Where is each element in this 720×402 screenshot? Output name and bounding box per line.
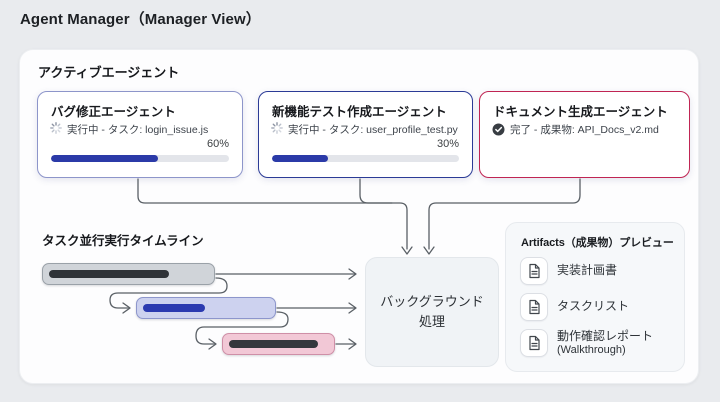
- agent-card-title: 新機能テスト作成エージェント: [272, 105, 447, 119]
- progress-percent-label: 60%: [206, 138, 229, 150]
- artifact-label: 実装計画書: [557, 263, 618, 277]
- agent-card-test-creation[interactable]: 新機能テスト作成エージェント 実行中 - タスク: user_: [258, 91, 473, 178]
- progress-bar: [51, 155, 229, 162]
- agent-status-row: 実行中 - タスク: user_profile_test.py: [271, 122, 464, 137]
- background-processing-box: バックグラウンド 処理: [365, 257, 499, 367]
- timeline-bar-task3-fill: [229, 340, 318, 348]
- artifacts-heading: Artifacts（成果物）プレビュー: [521, 237, 674, 249]
- timeline-bar-task2: [136, 297, 276, 319]
- artifact-label: タスクリスト: [557, 299, 630, 313]
- document-icon: [520, 292, 548, 321]
- agent-status-text: 実行中 - タスク: login_issue.js: [67, 124, 209, 136]
- page-title: Agent Manager（Manager View）: [20, 11, 261, 28]
- progress-bar-fill: [272, 155, 329, 162]
- active-agents-heading: アクティブエージェント: [38, 65, 180, 80]
- spinner-icon: [50, 122, 62, 137]
- artifact-item-walkthrough-report[interactable]: 動作確認レポート (Walkthrough): [520, 328, 674, 357]
- document-icon: [520, 328, 548, 357]
- check-circle-icon: [492, 123, 505, 136]
- agent-status-row: 実行中 - タスク: login_issue.js: [50, 122, 234, 137]
- agent-card-doc-generation[interactable]: ドキュメント生成エージェント 完了 - 成果物: API_Docs_v2.md: [479, 91, 690, 178]
- artifacts-panel: Artifacts（成果物）プレビュー 実装計画書: [505, 222, 685, 372]
- timeline-heading: タスク並行実行タイムライン: [42, 234, 204, 248]
- timeline-bar-task1-fill: [49, 270, 169, 278]
- document-icon: [520, 256, 548, 285]
- artifact-label: 動作確認レポート (Walkthrough): [557, 329, 654, 356]
- timeline-bar-task2-fill: [143, 304, 206, 312]
- artifact-item-implementation-plan[interactable]: 実装計画書: [520, 256, 674, 285]
- timeline-bar-task3: [222, 333, 335, 355]
- progress-percent-label: 30%: [436, 138, 459, 150]
- agent-status-text: 完了 - 成果物: API_Docs_v2.md: [510, 124, 659, 136]
- progress-bar: [272, 155, 459, 162]
- timeline-bar-task1: [42, 263, 215, 285]
- agent-card-title: バグ修正エージェント: [51, 105, 176, 119]
- agent-card-bug-fix[interactable]: バグ修正エージェント 実行中 - タスク: login_iss: [37, 91, 243, 178]
- agent-status-row: 完了 - 成果物: API_Docs_v2.md: [492, 122, 681, 137]
- spinner-icon: [271, 122, 283, 137]
- background-processing-label: バックグラウンド 処理: [380, 293, 484, 329]
- agent-status-text: 実行中 - タスク: user_profile_test.py: [288, 124, 458, 136]
- artifact-item-task-list[interactable]: タスクリスト: [520, 292, 674, 321]
- progress-bar-fill: [51, 155, 158, 162]
- agent-card-title: ドキュメント生成エージェント: [493, 105, 668, 119]
